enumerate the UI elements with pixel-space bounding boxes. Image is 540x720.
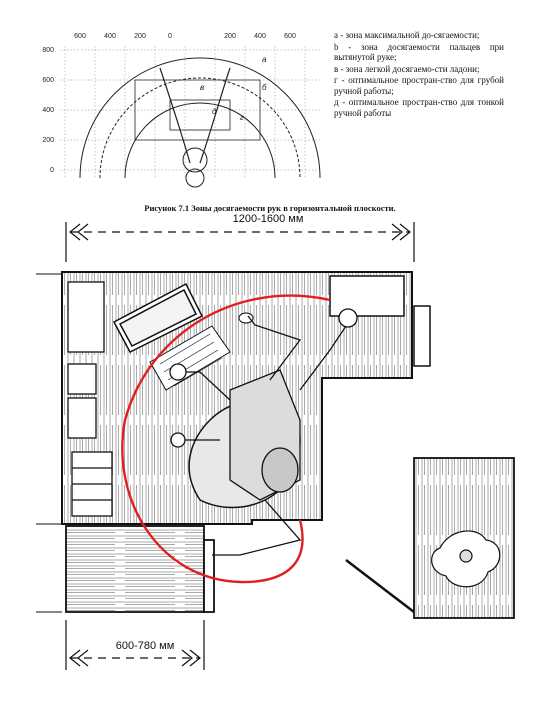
- wall-ticks: [36, 273, 62, 613]
- right-hand: [338, 308, 358, 328]
- zone-label: а: [262, 55, 267, 64]
- x-tick: 200: [134, 33, 146, 40]
- cabinet-drawer: [67, 397, 97, 439]
- left-cabinet: [67, 281, 113, 517]
- zone-g-rect: [134, 79, 261, 141]
- cabinet-drawer: [67, 363, 97, 395]
- zone-v-arc: [124, 102, 276, 179]
- dimension-bottom-label: 600-780 мм: [115, 640, 175, 652]
- legend-item: г - оптимальное простран-ство для грубой…: [334, 75, 504, 96]
- side-table: [345, 457, 515, 619]
- reach-arcs: [79, 57, 321, 188]
- head: [261, 447, 299, 493]
- leg: [212, 499, 302, 556]
- left-arm-line: [159, 67, 191, 164]
- plant: [431, 530, 501, 588]
- dimension-top: [65, 222, 415, 262]
- dimension-bottom: [65, 620, 205, 670]
- zone-d-rect: [169, 99, 231, 131]
- torso-circle: [182, 147, 208, 173]
- zone-b-arc: [99, 77, 301, 179]
- legend-item: b - зона досягаемости пальцев при вытяну…: [334, 41, 504, 63]
- cabinet-shelf: [67, 281, 105, 353]
- x-tick: 400: [104, 33, 116, 40]
- reach-arc: [121, 294, 331, 584]
- y-tick: 400: [42, 107, 54, 114]
- zone-legend: а - зона максимальной до-сягаемости; b -…: [334, 30, 504, 119]
- zone-label: б: [262, 83, 267, 92]
- x-tick-labels: 600 400 200 0 200 400 600: [74, 33, 296, 40]
- zone-label: д: [212, 107, 217, 116]
- x-tick: 600: [74, 33, 86, 40]
- legend-item: а - зона максимальной до-сягаемости;: [334, 30, 480, 40]
- y-tick-labels: 800 600 400 200 0: [42, 47, 54, 174]
- zone-label: г: [240, 113, 244, 122]
- figure-caption: Рисунок 7.1 Зоны досягаемости рук в гори…: [144, 203, 396, 213]
- desk-shelf: [329, 275, 405, 317]
- mouse: [238, 312, 254, 324]
- legend-item: в - зона легкой досягаемо-сти ладони;: [334, 63, 480, 74]
- y-tick: 200: [42, 137, 54, 144]
- left-hand-rest: [170, 432, 186, 448]
- right-arm-extended: [299, 319, 351, 391]
- reach-zones-chart: 600 400 200 0 200 400 600 800 600 400 20…: [42, 33, 321, 188]
- x-tick: 400: [254, 33, 266, 40]
- side-panel: [413, 305, 431, 367]
- person-top-view: [169, 308, 358, 556]
- y-tick: 0: [50, 167, 54, 174]
- zone-labels: а б в г д: [200, 55, 267, 122]
- head-circle: [185, 168, 205, 188]
- zone-label: в: [200, 83, 204, 92]
- right-arm: [247, 315, 302, 381]
- dimension-top-label: 1200-1600 мм: [232, 213, 304, 225]
- monitor: [112, 282, 204, 353]
- x-tick: 0: [168, 33, 172, 40]
- zone-a-arc: [79, 57, 321, 179]
- legend-item: д - оптимальное простран-ство для тонкой…: [334, 97, 504, 118]
- left-hand: [169, 363, 187, 381]
- x-tick: 200: [224, 33, 236, 40]
- right-arm-line: [199, 67, 231, 164]
- y-tick: 800: [42, 47, 54, 54]
- y-tick: 600: [42, 77, 54, 84]
- x-tick: 600: [284, 33, 296, 40]
